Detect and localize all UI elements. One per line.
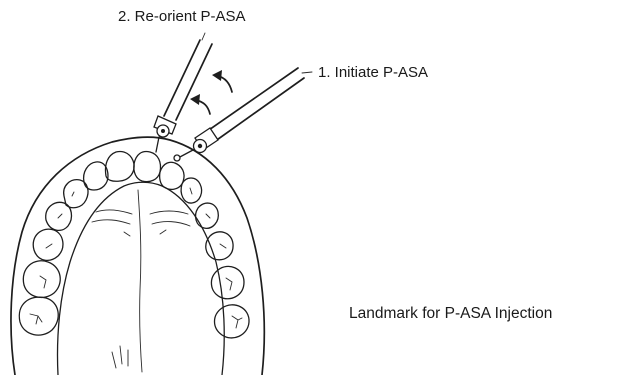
left-posterior-teeth bbox=[19, 180, 88, 335]
label-leader-lines bbox=[202, 33, 312, 73]
incisor-teeth bbox=[84, 152, 184, 191]
palatal-rugae bbox=[92, 190, 190, 372]
step-reorient-label: 2. Re-orient P-ASA bbox=[118, 9, 246, 24]
palate-outline bbox=[11, 137, 264, 375]
figure-caption: Landmark for P-ASA Injection bbox=[349, 306, 552, 322]
step-initiate-label: 1. Initiate P-ASA bbox=[318, 65, 428, 80]
